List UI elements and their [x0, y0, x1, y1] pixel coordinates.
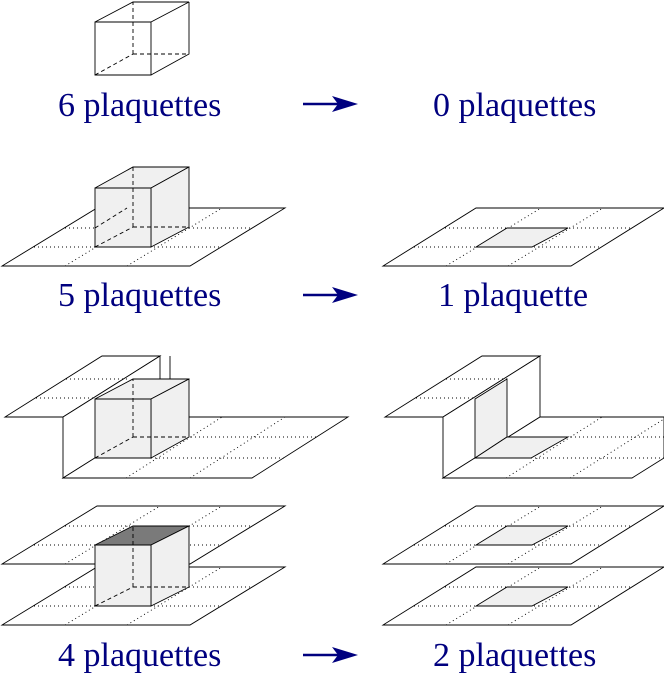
planes-2-plaquettes: [381, 505, 664, 626]
arrow-row-2: [303, 287, 358, 303]
label-row2-right: 1 plaquette: [438, 277, 588, 314]
cube-on-plane: [0, 166, 287, 267]
label-row1-left: 6 plaquettes: [58, 87, 221, 124]
step-with-cube: [3, 355, 350, 479]
label-row3-left: 4 plaquettes: [58, 637, 221, 674]
label-row3-right: 2 plaquettes: [433, 637, 596, 674]
cube-between-planes: [0, 505, 287, 626]
plane-1-plaquette: [381, 207, 664, 267]
label-row2-left: 5 plaquettes: [58, 277, 221, 314]
arrow-row-3: [303, 647, 358, 663]
step-2-plaquettes: [383, 355, 664, 479]
arrow-row-1: [303, 96, 358, 112]
cube-6-plaquettes: [94, 1, 190, 76]
label-row1-right: 0 plaquettes: [433, 87, 596, 124]
